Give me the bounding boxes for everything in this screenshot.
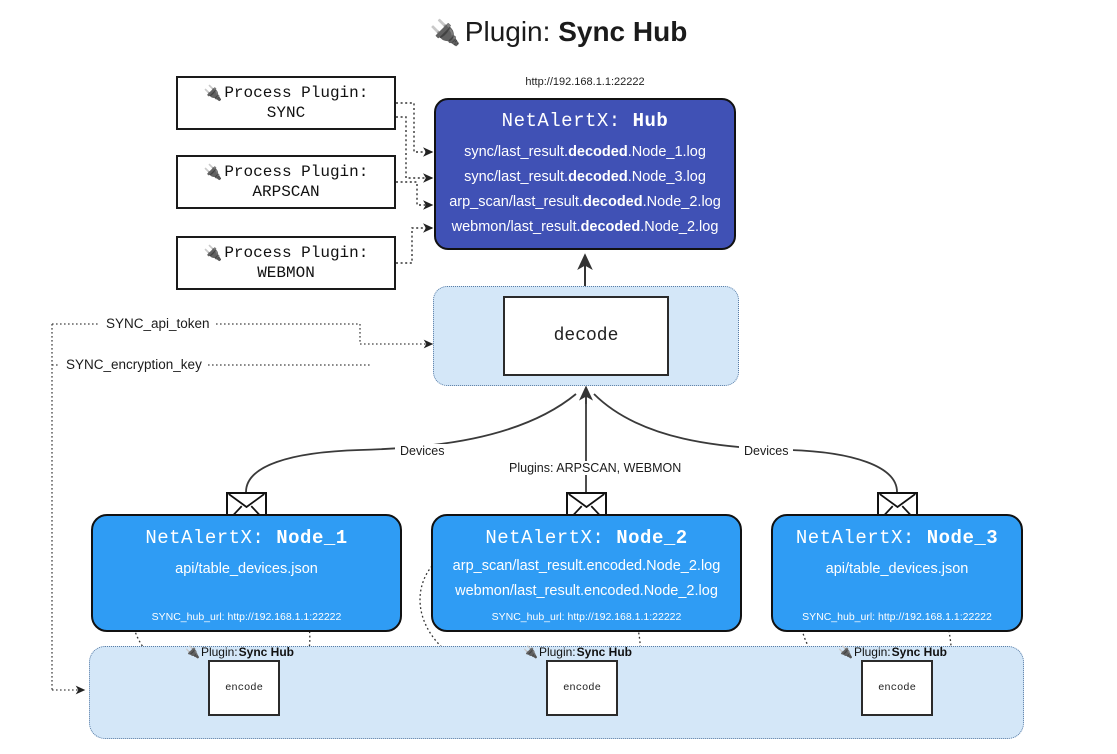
plugin-tag-node-3: 🔌 Plugin: Sync Hub <box>838 645 947 659</box>
plugin-tag-node-2: 🔌 Plugin: Sync Hub <box>523 645 632 659</box>
node-lines: api/table_devices.json <box>773 558 1021 581</box>
sync-api-token-label: SYNC_api_token <box>100 316 216 331</box>
hub-node[interactable]: NetAlertX: Hub sync/last_result.decoded.… <box>434 98 736 250</box>
process-plugin-label: Process Plugin: <box>224 84 369 102</box>
node-line: webmon/last_result.encoded.Node_2.log <box>455 582 718 599</box>
plug-icon: 🔌 <box>203 83 223 102</box>
node-3[interactable]: NetAlertX: Node_3 api/table_devices.json… <box>771 514 1023 632</box>
edge-label-devices-left: Devices <box>395 444 450 458</box>
process-plugin-arpscan[interactable]: 🔌 Process Plugin: ARPSCAN <box>176 155 396 209</box>
title-prefix: Plugin: <box>464 16 551 47</box>
edge-sync-to-hubline-1 <box>396 102 434 157</box>
node-app-name: NetAlertX: <box>795 527 915 549</box>
plugin-tag-node-1: 🔌 Plugin: Sync Hub <box>185 645 294 659</box>
plug-icon: 🔌 <box>203 162 223 181</box>
hub-url-label: http://192.168.1.1:22222 <box>525 76 645 88</box>
plug-icon: 🔌 <box>523 645 538 659</box>
node-name: Node_2 <box>616 527 688 549</box>
node-line: arp_scan/last_result.encoded.Node_2.log <box>452 558 721 574</box>
node-title: NetAlertX: Node_2 <box>433 527 740 549</box>
hub-log-line: sync/last_result.decoded.Node_3.log <box>464 168 706 185</box>
hub-log-line: sync/last_result.decoded.Node_1.log <box>464 144 706 160</box>
hub-role: Hub <box>632 110 669 132</box>
plugin-tag-prefix: Plugin: <box>200 645 238 659</box>
node-title: NetAlertX: Node_3 <box>773 527 1021 549</box>
title-plugin-name: Sync Hub <box>558 16 688 47</box>
plug-icon: 🔌 <box>203 243 223 262</box>
process-plugin-sync[interactable]: 🔌 Process Plugin: SYNC <box>176 76 396 130</box>
process-plugin-label: Process Plugin: <box>224 244 369 262</box>
node-line: api/table_devices.json <box>825 561 969 577</box>
node-name: Node_3 <box>926 527 999 549</box>
node-lines: api/table_devices.json <box>93 558 400 581</box>
process-plugin-name: WEBMON <box>257 264 315 282</box>
plugin-tag-prefix: Plugin: <box>853 645 891 659</box>
node-footer: SYNC_hub_url: http://192.168.1.1:22222 <box>151 611 342 623</box>
process-plugin-webmon[interactable]: 🔌 Process Plugin: WEBMON <box>176 236 396 290</box>
edge-node3-to-decode <box>593 393 898 493</box>
node-footer: SYNC_hub_url: http://192.168.1.1:22222 <box>802 611 992 623</box>
plug-icon: 🔌 <box>429 19 461 47</box>
edge-label-plugins: Plugins: ARPSCAN, WEBMON <box>504 461 687 475</box>
plugin-tag-prefix: Plugin: <box>538 645 576 659</box>
process-plugin-label: Process Plugin: <box>224 163 369 181</box>
process-plugin-name: ARPSCAN <box>252 183 320 201</box>
node-footer: SYNC_hub_url: http://192.168.1.1:22222 <box>491 611 682 623</box>
node-1[interactable]: NetAlertX: Node_1 api/table_devices.json… <box>91 514 402 632</box>
edge-webmon-to-hubline <box>396 223 434 264</box>
encode-box[interactable]: encode <box>546 660 618 716</box>
edge-sync-to-hubline-2 <box>396 116 434 183</box>
plug-icon: 🔌 <box>838 645 853 659</box>
node-title: NetAlertX: Node_1 <box>93 527 400 549</box>
edge-label-devices-right: Devices <box>739 444 794 458</box>
edge-node1-to-decode <box>245 393 577 493</box>
decode-box[interactable]: decode <box>503 296 669 376</box>
edge-arpscan-to-hubline <box>396 181 434 210</box>
hub-log-line: webmon/last_result.decoded.Node_2.log <box>451 218 719 235</box>
node-lines: arp_scan/last_result.encoded.Node_2.log … <box>433 554 740 604</box>
sync-encryption-key-label: SYNC_encryption_key <box>60 357 208 372</box>
plugin-tag-name: Sync Hub <box>891 645 947 659</box>
node-2[interactable]: NetAlertX: Node_2 arp_scan/last_result.e… <box>431 514 742 632</box>
hub-app-name: NetAlertX: <box>501 110 621 132</box>
hub-title: NetAlertX: Hub <box>436 110 734 132</box>
edge-api-token-to-decode <box>359 324 434 349</box>
plugin-tag-name: Sync Hub <box>576 645 632 659</box>
node-name: Node_1 <box>276 527 348 549</box>
plugin-tag-name: Sync Hub <box>238 645 294 659</box>
encode-box[interactable]: encode <box>861 660 933 716</box>
node-app-name: NetAlertX: <box>145 527 265 549</box>
page-title: 🔌Plugin: Sync Hub <box>0 16 1117 48</box>
encode-box[interactable]: encode <box>208 660 280 716</box>
node-line: api/table_devices.json <box>175 561 318 577</box>
hub-log-lines: sync/last_result.decoded.Node_1.log sync… <box>436 140 734 240</box>
node-app-name: NetAlertX: <box>485 527 605 549</box>
process-plugin-name: SYNC <box>266 104 306 122</box>
hub-log-line: arp_scan/last_result.decoded.Node_2.log <box>449 193 721 210</box>
plug-icon: 🔌 <box>185 645 200 659</box>
